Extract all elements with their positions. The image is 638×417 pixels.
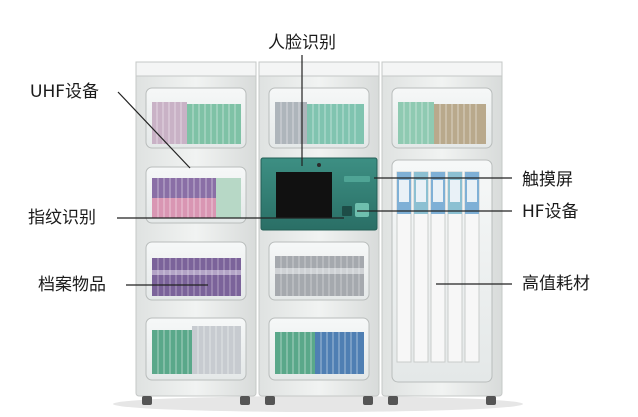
label-touch-screen: 触摸屏	[522, 170, 573, 190]
middle-shelf-3	[268, 241, 370, 301]
left-shelf-3	[145, 241, 247, 301]
label-fingerprint: 指纹识别	[28, 208, 96, 228]
label-face-recognition: 人脸识别	[268, 33, 336, 53]
ground-shadow	[113, 396, 523, 412]
leader-lines	[117, 55, 512, 286]
hf-reader	[355, 203, 369, 217]
cabinet-feet	[142, 396, 496, 405]
label-hf-device: HF设备	[522, 202, 579, 222]
control-panel	[260, 157, 378, 231]
left-shelf-2	[145, 166, 247, 224]
consumable-tubes	[396, 171, 480, 363]
left-shelf-4	[145, 317, 247, 381]
fingerprint-sensor	[342, 206, 352, 216]
face-camera	[317, 163, 321, 167]
middle-shelf-1	[268, 87, 370, 149]
label-high-value-consumables: 高值耗材	[522, 274, 590, 294]
left-shelf-1	[145, 87, 247, 149]
label-archive-items: 档案物品	[38, 275, 106, 295]
right-tall-compartment	[391, 159, 493, 383]
right-shelf-1	[391, 87, 493, 149]
label-uhf-device: UHF设备	[30, 82, 100, 102]
touch-screen	[276, 172, 332, 218]
middle-shelf-4	[268, 317, 370, 381]
